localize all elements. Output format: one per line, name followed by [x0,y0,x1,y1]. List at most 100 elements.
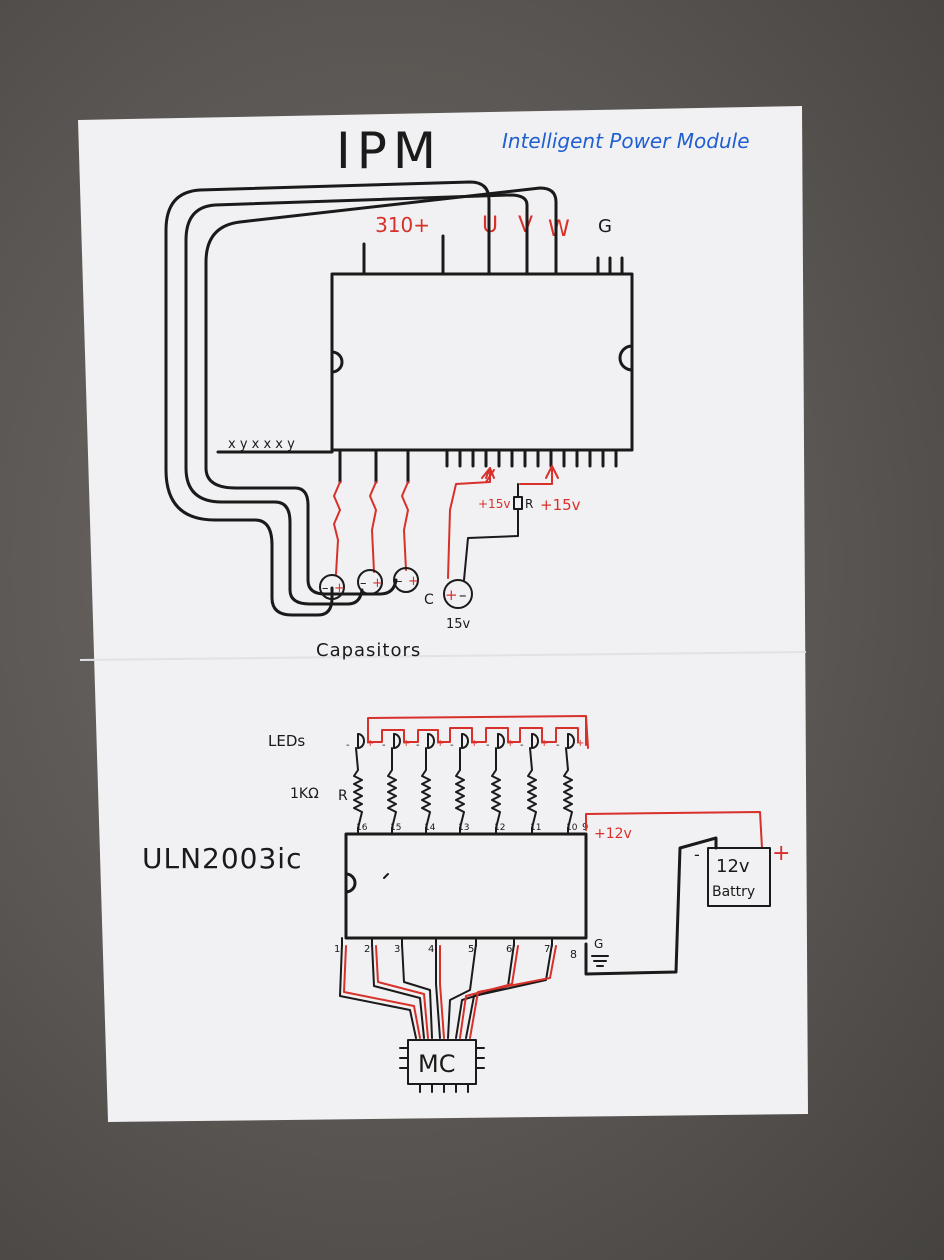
capacitor-1: – + [319,574,345,600]
svg-text:+: + [540,738,548,749]
uln-chip [344,832,588,940]
ipm-chip [330,272,634,452]
terminal-g-label: G [598,216,612,237]
ipm-title: IPM [336,122,442,180]
svg-text:-: - [486,740,490,751]
svg-text:+: + [445,586,458,604]
svg-text:–: – [322,581,329,596]
svg-text:+: + [372,576,383,591]
uln-top-pin-label: 16 [356,823,368,833]
resistor-label: R [525,497,533,511]
ipm-red-wires [333,465,559,579]
resistor-5 [491,747,501,835]
uln-top-pins: 16 15 14 13 12 11 10 [356,823,578,833]
leds-group: -+-+-+-+-+-+-+ [346,733,584,751]
svg-text:-: - [450,740,454,751]
uln-top-pin-label: 10 [566,823,578,833]
uln-bottom-pins: 1 2 3 4 5 6 7 [334,937,553,955]
terminal-w-label: W [548,217,570,242]
svg-text:+: + [576,738,584,749]
battery-line1: 12v [716,856,750,877]
mc-label: MC [418,1050,455,1078]
led-4: -+ [450,733,478,751]
svg-text:–: – [396,574,403,589]
battery-plus: + [772,841,790,866]
ipm-loop-wires [164,180,558,617]
led-3: -+ [416,733,444,751]
mc-wires [339,943,557,1039]
capacitor-2: – + [357,569,383,595]
led-1: -+ [346,733,374,751]
ipm-subtitle: Intelligent Power Module [502,129,750,153]
ipm-pin-marks: x y x x x y [228,437,295,452]
resistor-2 [387,747,397,835]
svg-text:–: – [360,576,367,591]
ipm-top-pins [362,234,624,276]
ipm-section: IPM Intelligent Power Module 310+ U V W … [164,122,750,661]
uln-bottom-pin-label: 7 [544,944,550,955]
resistor-3 [421,747,431,835]
resistor-1 [353,747,363,835]
capacitor-15v-label: 15v [446,617,471,632]
svg-text:-: - [382,740,386,751]
resistors-group [353,747,573,835]
plus15-right-label: +15v [540,496,581,514]
svg-text:+: + [506,738,514,749]
uln-bottom-pin-label: 2 [364,944,370,955]
svg-text:+: + [436,738,444,749]
uln-top-pin-label: 14 [424,823,436,833]
resistor-7 [563,747,573,835]
svg-text:+: + [366,738,374,749]
ipm-resistor [463,483,523,581]
ground-label: G [594,937,603,951]
uln-bottom-pin-label: 5 [468,944,474,955]
capacitor-3: – + [393,567,419,593]
svg-text:-: - [346,740,350,751]
uln-bottom-pin-label: 6 [506,944,512,955]
resistor-value-label: 1KΩ [290,786,319,802]
ipm-bottom-pins [216,448,618,484]
capacitor-15v: + – [443,579,473,609]
plus12-label: +12v [594,826,632,842]
svg-text:+: + [470,738,478,749]
svg-text:-: - [520,740,524,751]
paper-sheet [78,106,808,1122]
plus15-left-label: +15v [478,497,510,511]
led-7: -+ [556,733,584,751]
uln-bottom-pin-label: 3 [394,944,400,955]
svg-text:–: – [459,586,467,604]
led-5: -+ [486,733,514,751]
uln-bottom-pin-label: 1 [334,944,340,955]
uln-top-pin-label: 12 [494,823,505,833]
led-2: -+ [382,733,410,751]
uln-top-pin-label: 11 [530,823,541,833]
led-6: -+ [520,733,548,751]
mc-chip [399,1039,485,1093]
uln-top-pin-label: 15 [390,823,401,833]
capacitors-label: Capasitors [316,640,421,661]
paper-fold [79,651,807,661]
resistor-4 [455,747,465,835]
svg-text:+: + [334,581,345,596]
svg-text:+: + [408,574,419,589]
plus12-wire [585,811,763,849]
battery [707,847,771,907]
battery-line2: Battry [712,884,755,900]
uln-title: ULN2003ic [142,842,302,875]
resistor-symbol-label: R [338,788,348,804]
uln-bottom-pin-label: 4 [428,944,434,955]
battery-minus: - [694,845,700,864]
pin8-label: 8 [570,948,577,961]
ground-wire [584,836,718,976]
svg-text:-: - [556,740,560,751]
capacitor-c-label: C [424,592,434,608]
led-red-links [367,727,579,743]
ground-icon [591,955,609,967]
uln-top-pin-label: 13 [458,823,469,833]
svg-text:-: - [416,740,420,751]
svg-text:+: + [402,738,410,749]
terminal-310-label: 310+ [375,213,430,237]
led-red-bus [367,715,589,749]
